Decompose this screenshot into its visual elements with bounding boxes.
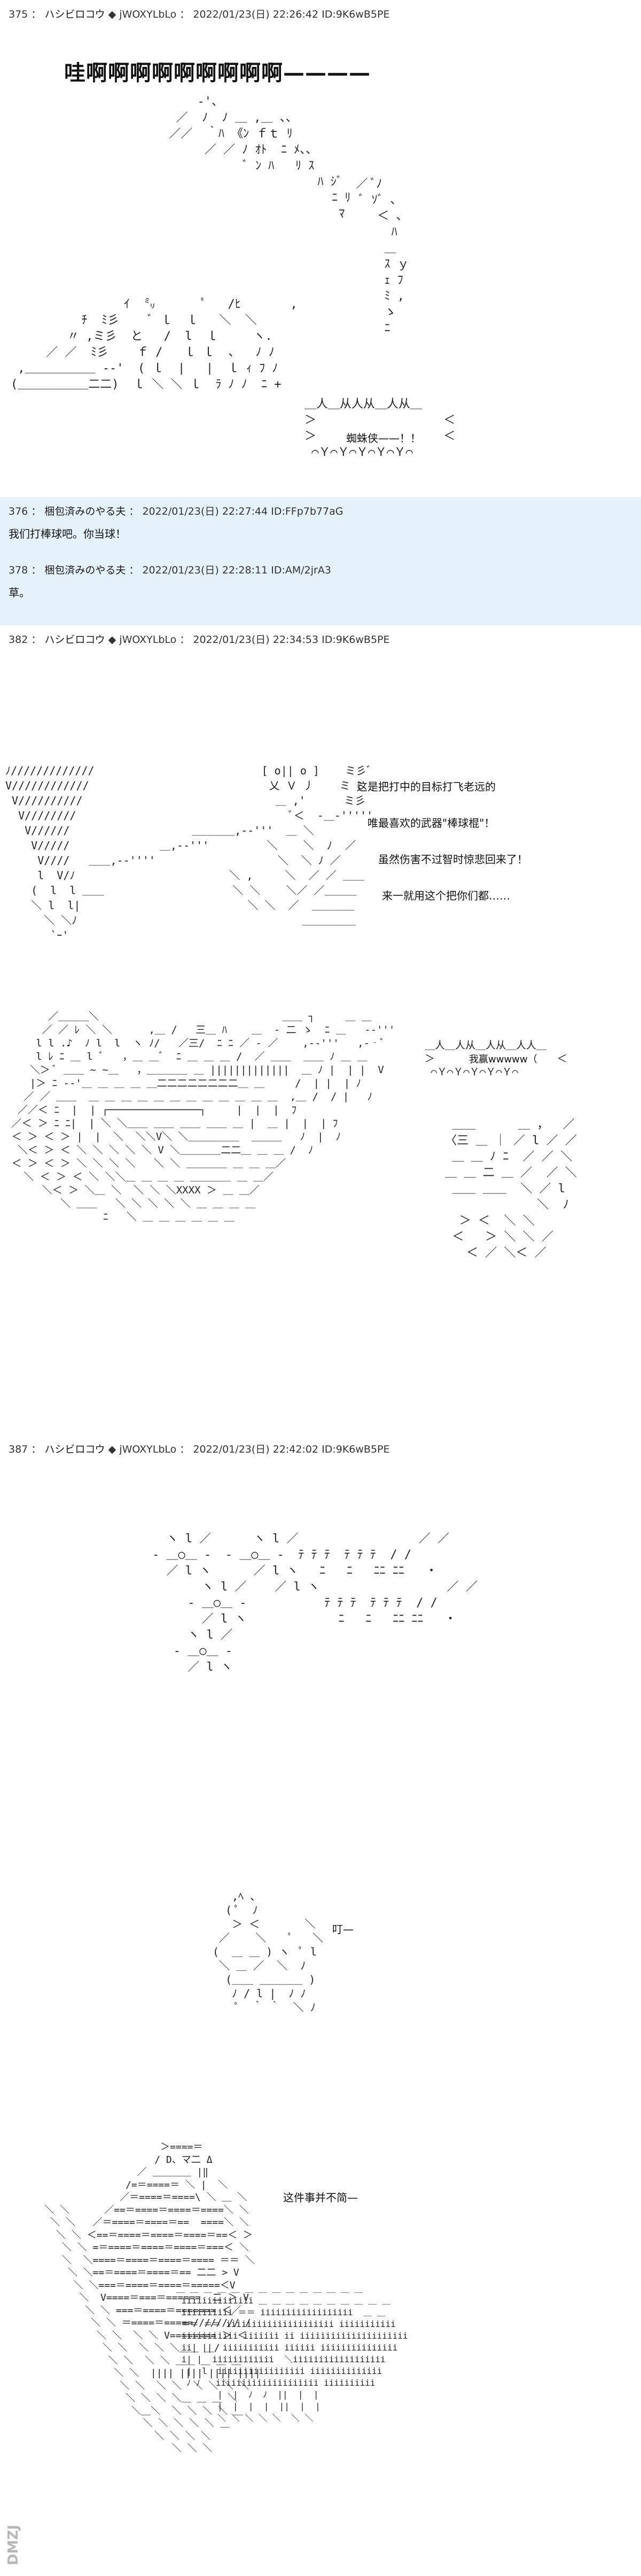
post-header: 382 ： ハシビロコウ ◆ jWOXYLbLo ： 2022/01/23(日)…: [9, 634, 390, 646]
post-number: 375: [9, 9, 28, 20]
post-id: ID:9K6wB5PE: [322, 634, 390, 646]
caption-line-3: 虽然伤害不过智时惊悲回来了！: [378, 853, 528, 866]
poster-name: 梱包済みのやる夫: [44, 564, 126, 576]
poster-name: 梱包済みのやる夫: [44, 506, 126, 517]
poster-name: ハシビロコウ: [44, 9, 105, 20]
impact-bubble-art: ＿人＿人从＿人从＿人人＿ ＞ ＜ ⌒Ｙ⌒Ｙ⌒Ｙ⌒Ｙ⌒Ｙ⌒: [425, 1039, 567, 1078]
post-id: ID:9K6wB5PE: [322, 1444, 390, 1455]
spider-bubble-art: ＿人＿从人从＿人从＿ ＞ ＜ ＞ ＜ ⌒Ｙ⌒Ｙ⌒Ｙ⌒Ｙ⌒Ｙ⌒: [304, 398, 456, 459]
small-creature-art: ,ﾍ 、 ( ﾟ ﾉ ＞ ＜ ＼ ／ ＼ ﾟ ＼ ( ＿ ＿ ) ヽ ﾟ l ＼…: [213, 1890, 323, 2014]
impact-flash-art: ＿＿ ＿ ， ／ 〈三 ＿ ｜ ／ l ／ ／ ＿ ＿ ﾉ ﾆ ／ ／ ＼ ＿ …: [445, 1118, 577, 1260]
batter-art: ﾉ///////////// [ o|| o ] ミ彡ﾞ V//////////…: [5, 764, 373, 942]
poster-name: ハシビロコウ: [44, 634, 105, 646]
caption-line-2: 唯最喜欢的武器"棒球棍"！: [368, 817, 495, 829]
boss-detail-art: ＿ ＿ ＿ ＿ ＿ ＿ ＿ ＿ ＿ ＿ ＿ ＿ ＿ ＿ iiiiiiiiiiii…: [176, 2284, 408, 2423]
post-id: ID:AM/2jrA3: [271, 564, 331, 576]
closing-text: 这件事并不简—: [283, 2191, 358, 2204]
impact-art: ／＿＿＿＼ ＿＿ ┐ ＿ ＿ ／ ／ ﾚ ＼ ＼ ,＿ / 三＿ ﾊ ＿ ‐ 二…: [11, 1011, 395, 1223]
post-375: 375 ： ハシビロコウ ◆ jWOXYLbLo ： 2022/01/23(日)…: [0, 0, 641, 497]
boss-figure-art: ＞====＝ / D、マ二 Δ ／ ＿＿＿＿ |‖ /=＝====＝ ＼ | ＼…: [44, 2142, 261, 2454]
sun-flash-art: ヽ l ／ ヽ l ／ ／ ／ ‐ ＿○＿ ‐ ‐ ＿○＿ ‐ ﾃ ﾃ ﾃ ﾃ …: [152, 1532, 478, 1674]
post-382: 382 ： ハシビロコウ ◆ jWOXYLbLo ： 2022/01/23(日)…: [0, 625, 641, 1435]
post-date: 2022/01/23(日) 22:42:02: [193, 1444, 319, 1455]
post-header: 375 ： ハシビロコウ ◆ jWOXYLbLo ： 2022/01/23(日)…: [9, 9, 390, 20]
falling-figure-art: ‐'、 ／ ﾉ ﾉ ＿ ,＿ 、、 ／／ ｀ﾊ 《ﾝ ｆｔ ﾘ ／ ／ ﾉ ｵﾄ…: [169, 95, 351, 221]
crouching-figure-art: ｲ ㍉ ﾟ /ﾋ , ﾁ ﾐ彡 ﾞ ｌ ｌ ＼ ＼ 〃 ,ミ彡 と / l ｌ …: [11, 298, 298, 391]
post-id: ID:FFp7b77aG: [271, 506, 343, 517]
shout-text: 哇啊啊啊啊啊啊啊啊啊————: [64, 61, 371, 86]
post-id: ID:9K6wB5PE: [322, 9, 390, 20]
watermark: DMZJ: [5, 2525, 21, 2565]
post-date: 2022/01/23(日) 22:26:42: [193, 9, 319, 20]
post-date: 2022/01/23(日) 22:27:44: [142, 506, 268, 517]
post-number: 378: [9, 564, 28, 576]
post-text: 我们打棒球吧。你当球！: [9, 527, 126, 540]
post-text: 草。: [9, 586, 30, 599]
post-378: 378 ： 梱包済みのやる夫 ： 2022/01/23(日) 22:28:11 …: [0, 556, 641, 625]
post-date: 2022/01/23(日) 22:34:53: [193, 634, 319, 646]
post-header: 387 ： ハシビロコウ ◆ jWOXYLbLo ： 2022/01/23(日)…: [9, 1444, 390, 1455]
post-376: 376 ： 梱包済みのやる夫 ： 2022/01/23(日) 22:27:44 …: [0, 497, 641, 556]
falling-trail-art: ／ ﾞﾉ ﾞ ｿﾞ ､ ＜ 、 ﾊ ＿ ｽ ｙ ｪ ﾌ ﾐ , ゝ ﾆ: [356, 177, 409, 335]
caption-line-1: 这是把打中的目标打飞老远的: [357, 780, 496, 793]
post-number: 382: [9, 634, 28, 646]
poster-trip: ◆ jWOXYLbLo: [108, 9, 177, 20]
caption-line-4: 来一就用这个把你们都……: [382, 889, 510, 902]
spider-bubble-text: 蜘蛛侠——！！: [346, 432, 421, 445]
post-387: 387 ： ハシビロコウ ◆ jWOXYLbLo ： 2022/01/23(日)…: [0, 1435, 641, 2576]
post-header: 376 ： 梱包済みのやる夫 ： 2022/01/23(日) 22:27:44 …: [9, 506, 343, 517]
impact-bubble-text: 我赢wwwww（: [469, 1054, 537, 1065]
poster-trip: ◆ jWOXYLbLo: [108, 634, 177, 646]
post-number: 387: [9, 1444, 28, 1455]
poster-name: ハシビロコウ: [44, 1444, 105, 1455]
post-header: 378 ： 梱包済みのやる夫 ： 2022/01/23(日) 22:28:11 …: [9, 564, 331, 576]
post-number: 376: [9, 506, 28, 517]
sound-text: 叮—: [332, 1923, 354, 1936]
poster-trip: ◆ jWOXYLbLo: [108, 1444, 177, 1455]
post-date: 2022/01/23(日) 22:28:11: [142, 564, 268, 576]
